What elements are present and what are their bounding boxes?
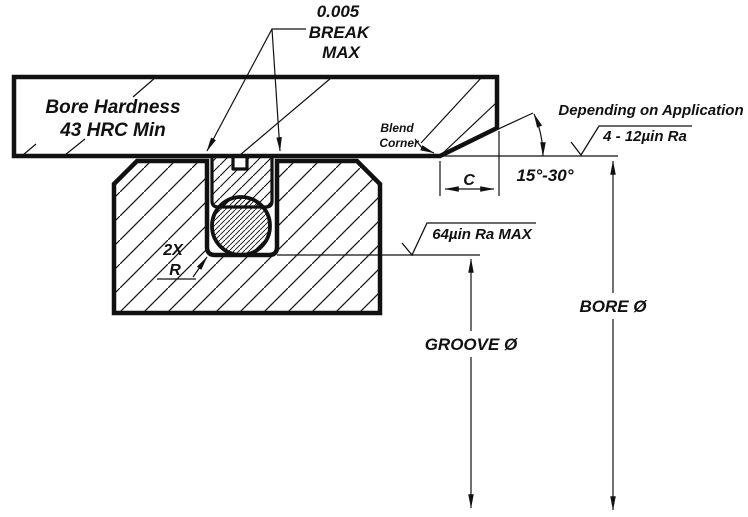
radius-count-label: 2X [162, 242, 184, 259]
blend-corner-callout: Blend Corner [379, 121, 435, 154]
bore-hardness-note-line1: Bore Hardness [45, 97, 180, 118]
bore-hardness-note-line2: 43 HRC Min [59, 120, 166, 141]
radius-label: R [169, 262, 181, 279]
bore-bar: Bore Hardness 43 HRC Min [11, 74, 500, 159]
o-ring [210, 195, 272, 257]
groove-finish-label: 64µin Ra MAX [432, 226, 532, 243]
bore-bar-hatch-lines [22, 76, 497, 156]
groove-finish-symbol [401, 222, 536, 257]
chamfer-width-dimension: C [439, 131, 500, 196]
cap-seal [210, 154, 274, 209]
groove-diameter-dimension: GROOVE Ø [425, 258, 518, 509]
angle-reference-line [439, 112, 534, 157]
groove-surface-finish-callout: 64µin Ra MAX [277, 222, 536, 257]
bore-bar-outline [11, 74, 500, 159]
bore-diameter-label: BORE Ø [579, 297, 647, 316]
break-max-callout: 0.005 BREAK MAX [206, 2, 371, 152]
bore-surface-finish-callout: Depending on Application 4 - 12µin Ra [440, 102, 744, 157]
blend-corner-leader [414, 138, 435, 154]
bore-diameter-dimension: BORE Ø [579, 160, 647, 511]
blend-corner-label-line1: Blend [380, 121, 414, 135]
bore-finish-label: 4 - 12µin Ra [602, 128, 687, 145]
break-note-line3: MAX [322, 43, 361, 62]
chamfer-angle-dimension: 15°-30° [439, 112, 574, 185]
radius-leader [192, 256, 208, 278]
chamfer-angle-label: 15°-30° [516, 166, 573, 185]
groove-block [111, 158, 383, 316]
break-leader-right [271, 28, 282, 152]
chamfer-width-label: C [463, 172, 475, 189]
angle-arc [533, 113, 546, 157]
application-note: Depending on Application [558, 102, 743, 119]
bore-finish-symbol [570, 125, 692, 157]
groove-diameter-label: GROOVE Ø [425, 335, 518, 354]
break-note-line2: BREAK [309, 23, 371, 42]
groove-radius-callout: 2X R [157, 242, 208, 280]
groove-block-outline [111, 158, 383, 316]
blend-corner-label-line2: Corner [379, 136, 420, 150]
break-note-line1: 0.005 [317, 2, 360, 21]
